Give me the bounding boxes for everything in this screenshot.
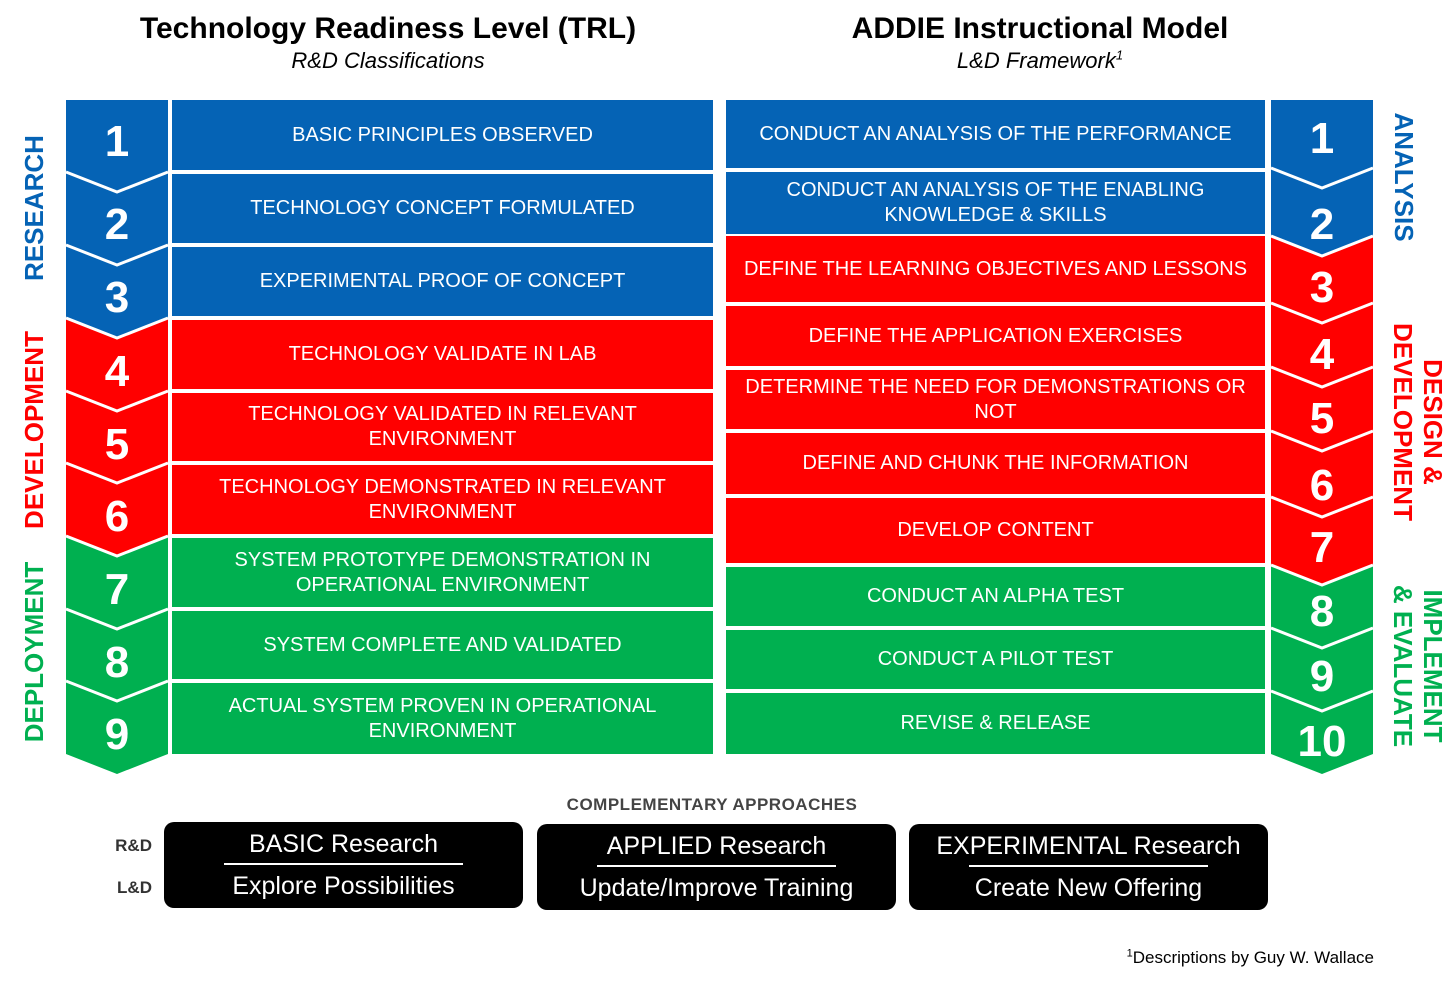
addie-chevron-divider [1270, 626, 1374, 650]
approach-box-applied: APPLIED Research Update/Improve Training [537, 824, 896, 910]
trl-title: Technology Readiness Level (TRL) [139, 12, 637, 45]
addie-chevron-divider [1270, 166, 1374, 190]
addie-chevron-divider [1270, 301, 1374, 325]
approach-rd-label: EXPERIMENTAL Research [936, 832, 1241, 860]
addie-phase-line: ANALYSIS [1389, 112, 1419, 242]
addie-step-description: DETERMINE THE NEED FOR DEMONSTRATIONS OR… [726, 370, 1265, 429]
trl-level-description: TECHNOLOGY DEMONSTRATED IN RELEVANT ENVI… [172, 465, 713, 534]
trl-level-number: 7 [104, 565, 130, 614]
approach-box-experimental: EXPERIMENTAL Research Create New Offerin… [909, 824, 1268, 910]
trl-level-number: 4 [104, 347, 130, 396]
trl-chevron-research [66, 100, 168, 338]
addie-chevron-divider [1270, 495, 1374, 519]
trl-level-description: TECHNOLOGY VALIDATE IN LAB [172, 320, 713, 389]
trl-level-number: 8 [104, 638, 130, 687]
approach-ld-label: Update/Improve Training [579, 874, 854, 902]
trl-level-description: EXPERIMENTAL PROOF OF CONCEPT [172, 247, 713, 316]
addie-step-number: 2 [1309, 200, 1335, 249]
row-label-rd: R&D [115, 836, 152, 855]
approach-rd-label: BASIC Research [249, 830, 438, 858]
trl-subtitle: R&D Classifications [291, 48, 485, 73]
trl-level-description: TECHNOLOGY VALIDATED IN RELEVANT ENVIRON… [172, 393, 713, 461]
addie-step-description: REVISE & RELEASE [726, 693, 1265, 754]
addie-chevron-divider [1270, 689, 1374, 713]
addie-step-number: 7 [1309, 523, 1335, 572]
trl-level-description: TECHNOLOGY CONCEPT FORMULATED [172, 174, 713, 243]
approach-box-basic: BASIC Research Explore Possibilities [164, 822, 523, 908]
addie-subtitle-text: L&D Framework [956, 48, 1116, 73]
trl-phase-development: DEVELOPMENT [19, 331, 49, 529]
trl-level-description: SYSTEM COMPLETE AND VALIDATED [172, 611, 713, 679]
addie-step-description: DEFINE THE LEARNING OBJECTIVES AND LESSO… [726, 236, 1265, 302]
addie-step-number: 6 [1309, 461, 1335, 510]
trl-chevron-divider [65, 243, 169, 267]
approach-ld-label: Create New Offering [974, 874, 1203, 902]
trl-chevron-divider [65, 389, 169, 413]
addie-chevron-divider [1270, 563, 1374, 587]
addie-chevron-design-development [1271, 236, 1373, 585]
trl-level-number: 1 [104, 117, 130, 166]
trl-level-number: 9 [104, 710, 130, 759]
addie-step-number: 8 [1309, 587, 1335, 636]
trl-chevron-development [66, 318, 168, 556]
footnote: 1Descriptions by Guy W. Wallace [1127, 948, 1374, 968]
footnote-text: Descriptions by Guy W. Wallace [1132, 948, 1374, 967]
addie-step-number: 10 [1297, 717, 1347, 766]
trl-level-description: ACTUAL SYSTEM PROVEN IN OPERATIONAL ENVI… [172, 683, 713, 754]
trl-level-number: 2 [104, 200, 130, 249]
trl-phase-deployment: DEPLOYMENT [19, 561, 49, 743]
addie-title: ADDIE Instructional Model [851, 12, 1229, 45]
trl-chevron-divider [65, 170, 169, 194]
addie-chevron-divider [1270, 365, 1374, 389]
trl-chevron-divider [65, 534, 169, 558]
trl-chevron-divider [65, 316, 169, 340]
approach-divider [597, 865, 836, 867]
addie-step-number: 9 [1309, 652, 1335, 701]
row-label-ld: L&D [117, 878, 152, 897]
trl-chevron-divider [65, 607, 169, 631]
approach-ld-label: Explore Possibilities [232, 872, 455, 900]
addie-chevron-divider [1270, 234, 1374, 258]
addie-step-description: CONDUCT A PILOT TEST [726, 630, 1265, 689]
approach-divider [969, 865, 1208, 867]
addie-chevron-implement-evaluate [1271, 565, 1373, 774]
addie-step-number: 4 [1309, 330, 1335, 379]
trl-chevron-divider [65, 679, 169, 703]
trl-level-number: 6 [104, 492, 130, 541]
addie-chevron-divider [1270, 429, 1374, 453]
addie-phase-line: DESIGN & [1418, 359, 1448, 485]
trl-chevron-divider [65, 461, 169, 485]
footnote-mark: 1 [1126, 947, 1133, 960]
trl-level-number: 3 [104, 273, 130, 322]
addie-subtitle-footnote-mark: 1 [1115, 47, 1124, 63]
trl-chevron-deployment [66, 536, 168, 774]
addie-phase-line: DEVELOPMENT [1388, 323, 1418, 521]
addie-step-number: 5 [1309, 394, 1335, 443]
addie-step-description: DEVELOP CONTENT [726, 498, 1265, 563]
addie-phase-line: & EVALUATE [1388, 584, 1418, 748]
trl-phase-research: RESEARCH [19, 135, 49, 281]
approach-rd-label: APPLIED Research [606, 832, 827, 860]
addie-step-description: DEFINE AND CHUNK THE INFORMATION [726, 433, 1265, 494]
addie-step-number: 1 [1309, 114, 1335, 163]
trl-level-number: 5 [104, 420, 130, 469]
approach-divider [224, 863, 463, 865]
addie-chevron-analysis [1271, 100, 1373, 256]
addie-step-description: DEFINE THE APPLICATION EXERCISES [726, 306, 1265, 366]
trl-level-description: BASIC PRINCIPLES OBSERVED [172, 100, 713, 170]
trl-level-description: SYSTEM PROTOTYPE DEMONSTRATION IN OPERAT… [172, 538, 713, 607]
addie-phase-line: IMPLEMENT [1418, 589, 1448, 743]
complementary-heading: COMPLEMENTARY APPROACHES [566, 795, 858, 814]
addie-step-description: CONDUCT AN ANALYSIS OF THE ENABLING KNOW… [726, 172, 1265, 234]
addie-phase-analysis: ANALYSIS [1389, 112, 1419, 241]
addie-step-description: CONDUCT AN ALPHA TEST [726, 567, 1265, 626]
addie-subtitle: L&D Framework1 [957, 48, 1123, 74]
addie-step-description: CONDUCT AN ANALYSIS OF THE PERFORMANCE [726, 100, 1265, 168]
addie-phase-design-development: DESIGN &DEVELOPMENT [1388, 323, 1448, 521]
addie-step-number: 3 [1309, 263, 1335, 312]
addie-phase-implement-evaluate: IMPLEMENT& EVALUATE [1388, 585, 1448, 747]
